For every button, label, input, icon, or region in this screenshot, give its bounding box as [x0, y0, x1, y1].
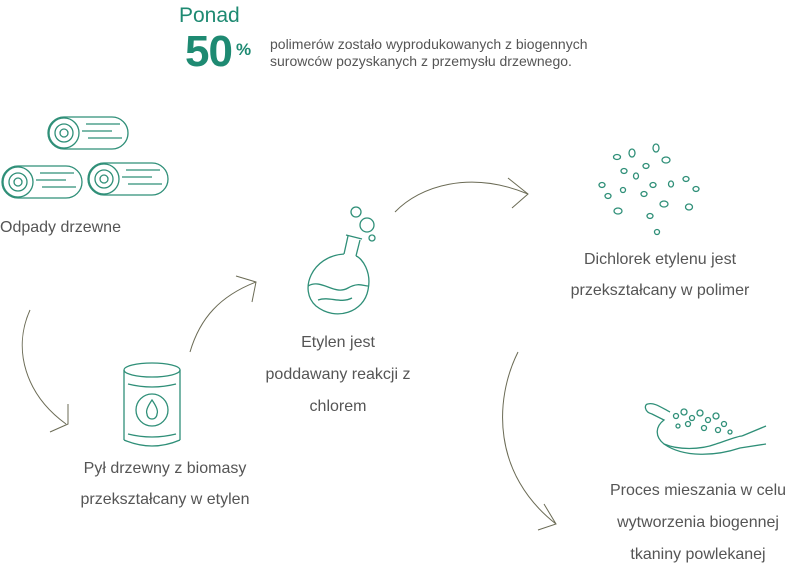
- arrow-waste-to-biomass-head: [49, 404, 69, 433]
- label-wood-waste: Odpady drzewne: [0, 212, 140, 243]
- label-line: wytworzenia biogennej: [617, 514, 779, 531]
- hand-granules-icon: [644, 402, 767, 455]
- label-biomass: Pył drzewny z biomasy przekształcany w e…: [60, 453, 270, 515]
- flask-icon: [307, 206, 376, 315]
- arrow-polymer-to-mixing-head: [537, 503, 557, 531]
- label-line: Odpady drzewne: [0, 219, 121, 236]
- label-chlorination: Etylen jest poddawany reakcji z chlorem: [248, 327, 428, 423]
- label-line: chlorem: [309, 398, 367, 415]
- granules-icon: [598, 143, 700, 236]
- label-line: przekształcany w etylen: [80, 491, 250, 508]
- stat-prefix: Ponad: [179, 4, 240, 27]
- logs-icon: [1, 116, 169, 199]
- barrel-drop-icon: [123, 362, 181, 447]
- flow-arrows: [21, 177, 557, 531]
- label-line: tkaniny powlekanej: [630, 546, 766, 563]
- arrow-biomass-to-flask: [189, 281, 257, 353]
- label-polymer: Dichlorek etylenu jest przekształcany w …: [545, 244, 775, 306]
- label-line: Pył drzewny z biomasy: [83, 460, 247, 477]
- arrow-flask-to-polymer: [394, 181, 529, 213]
- label-line: Etylen jest: [301, 334, 375, 351]
- stat-unit: %: [236, 40, 252, 59]
- stat-number: 50: [185, 27, 233, 76]
- label-line: Dichlorek etylenu jest: [583, 251, 737, 268]
- label-line: Proces mieszania w celu: [609, 482, 787, 499]
- label-line: poddawany reakcji z: [265, 366, 411, 383]
- label-line: przekształcany w polimer: [570, 282, 750, 299]
- stat-description: polimerów zostało wyprodukowanych z biog…: [270, 36, 588, 69]
- label-mixing: Proces mieszania w celu wytworzenia biog…: [592, 475, 804, 571]
- arrow-polymer-to-mixing: [502, 351, 557, 525]
- arrow-waste-to-biomass: [21, 309, 67, 425]
- arrow-biomass-to-flask-head: [235, 275, 257, 303]
- arrow-flask-to-polymer-head: [507, 177, 529, 209]
